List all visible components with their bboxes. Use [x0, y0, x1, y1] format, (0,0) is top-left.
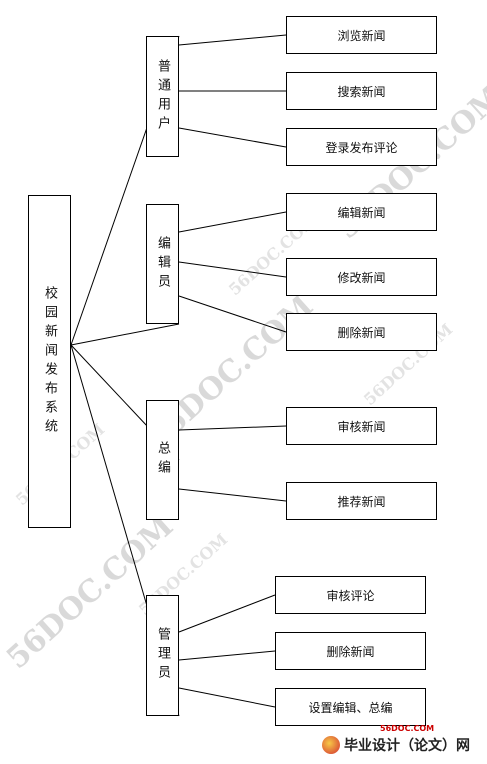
connector-line — [178, 211, 287, 233]
role-node-editor: 编辑员 — [146, 204, 179, 324]
function-node-admin-delete-news: 删除新闻 — [275, 632, 426, 670]
connector-line — [178, 295, 287, 333]
connector-line — [178, 425, 287, 431]
role-node-admin: 管理员 — [146, 595, 179, 716]
function-node-login-comment: 登录发布评论 — [286, 128, 437, 166]
function-node-set-editors: 设置编辑、总编 — [275, 688, 426, 726]
function-node-edit-news: 编辑新闻 — [286, 193, 437, 231]
role-node-user: 普通用户 — [146, 36, 179, 157]
connector-line — [178, 34, 287, 46]
connector-line — [178, 488, 287, 502]
connector-line — [178, 687, 276, 708]
role-node-chief: 总编 — [146, 400, 179, 520]
logo-icon — [322, 736, 340, 754]
root-node: 校园新闻发布系统 — [28, 195, 71, 528]
function-node-delete-news: 删除新闻 — [286, 313, 437, 351]
function-node-browse-news: 浏览新闻 — [286, 16, 437, 54]
connector-line — [178, 127, 287, 148]
connector-line — [70, 323, 180, 346]
site-logo: 毕业设计（论文）网 — [322, 732, 484, 758]
logo-text: 毕业设计（论文）网 — [344, 738, 470, 754]
function-node-search-news: 搜索新闻 — [286, 72, 437, 110]
function-node-recommend-news: 推荐新闻 — [286, 482, 437, 520]
function-node-review-news: 审核新闻 — [286, 407, 437, 445]
logo-site-text: 56DOC.COM — [380, 724, 435, 733]
connector-line — [178, 594, 276, 633]
function-node-review-comments: 审核评论 — [275, 576, 426, 614]
connector-line — [178, 650, 276, 661]
connector-line — [178, 261, 287, 278]
function-node-modify-news: 修改新闻 — [286, 258, 437, 296]
